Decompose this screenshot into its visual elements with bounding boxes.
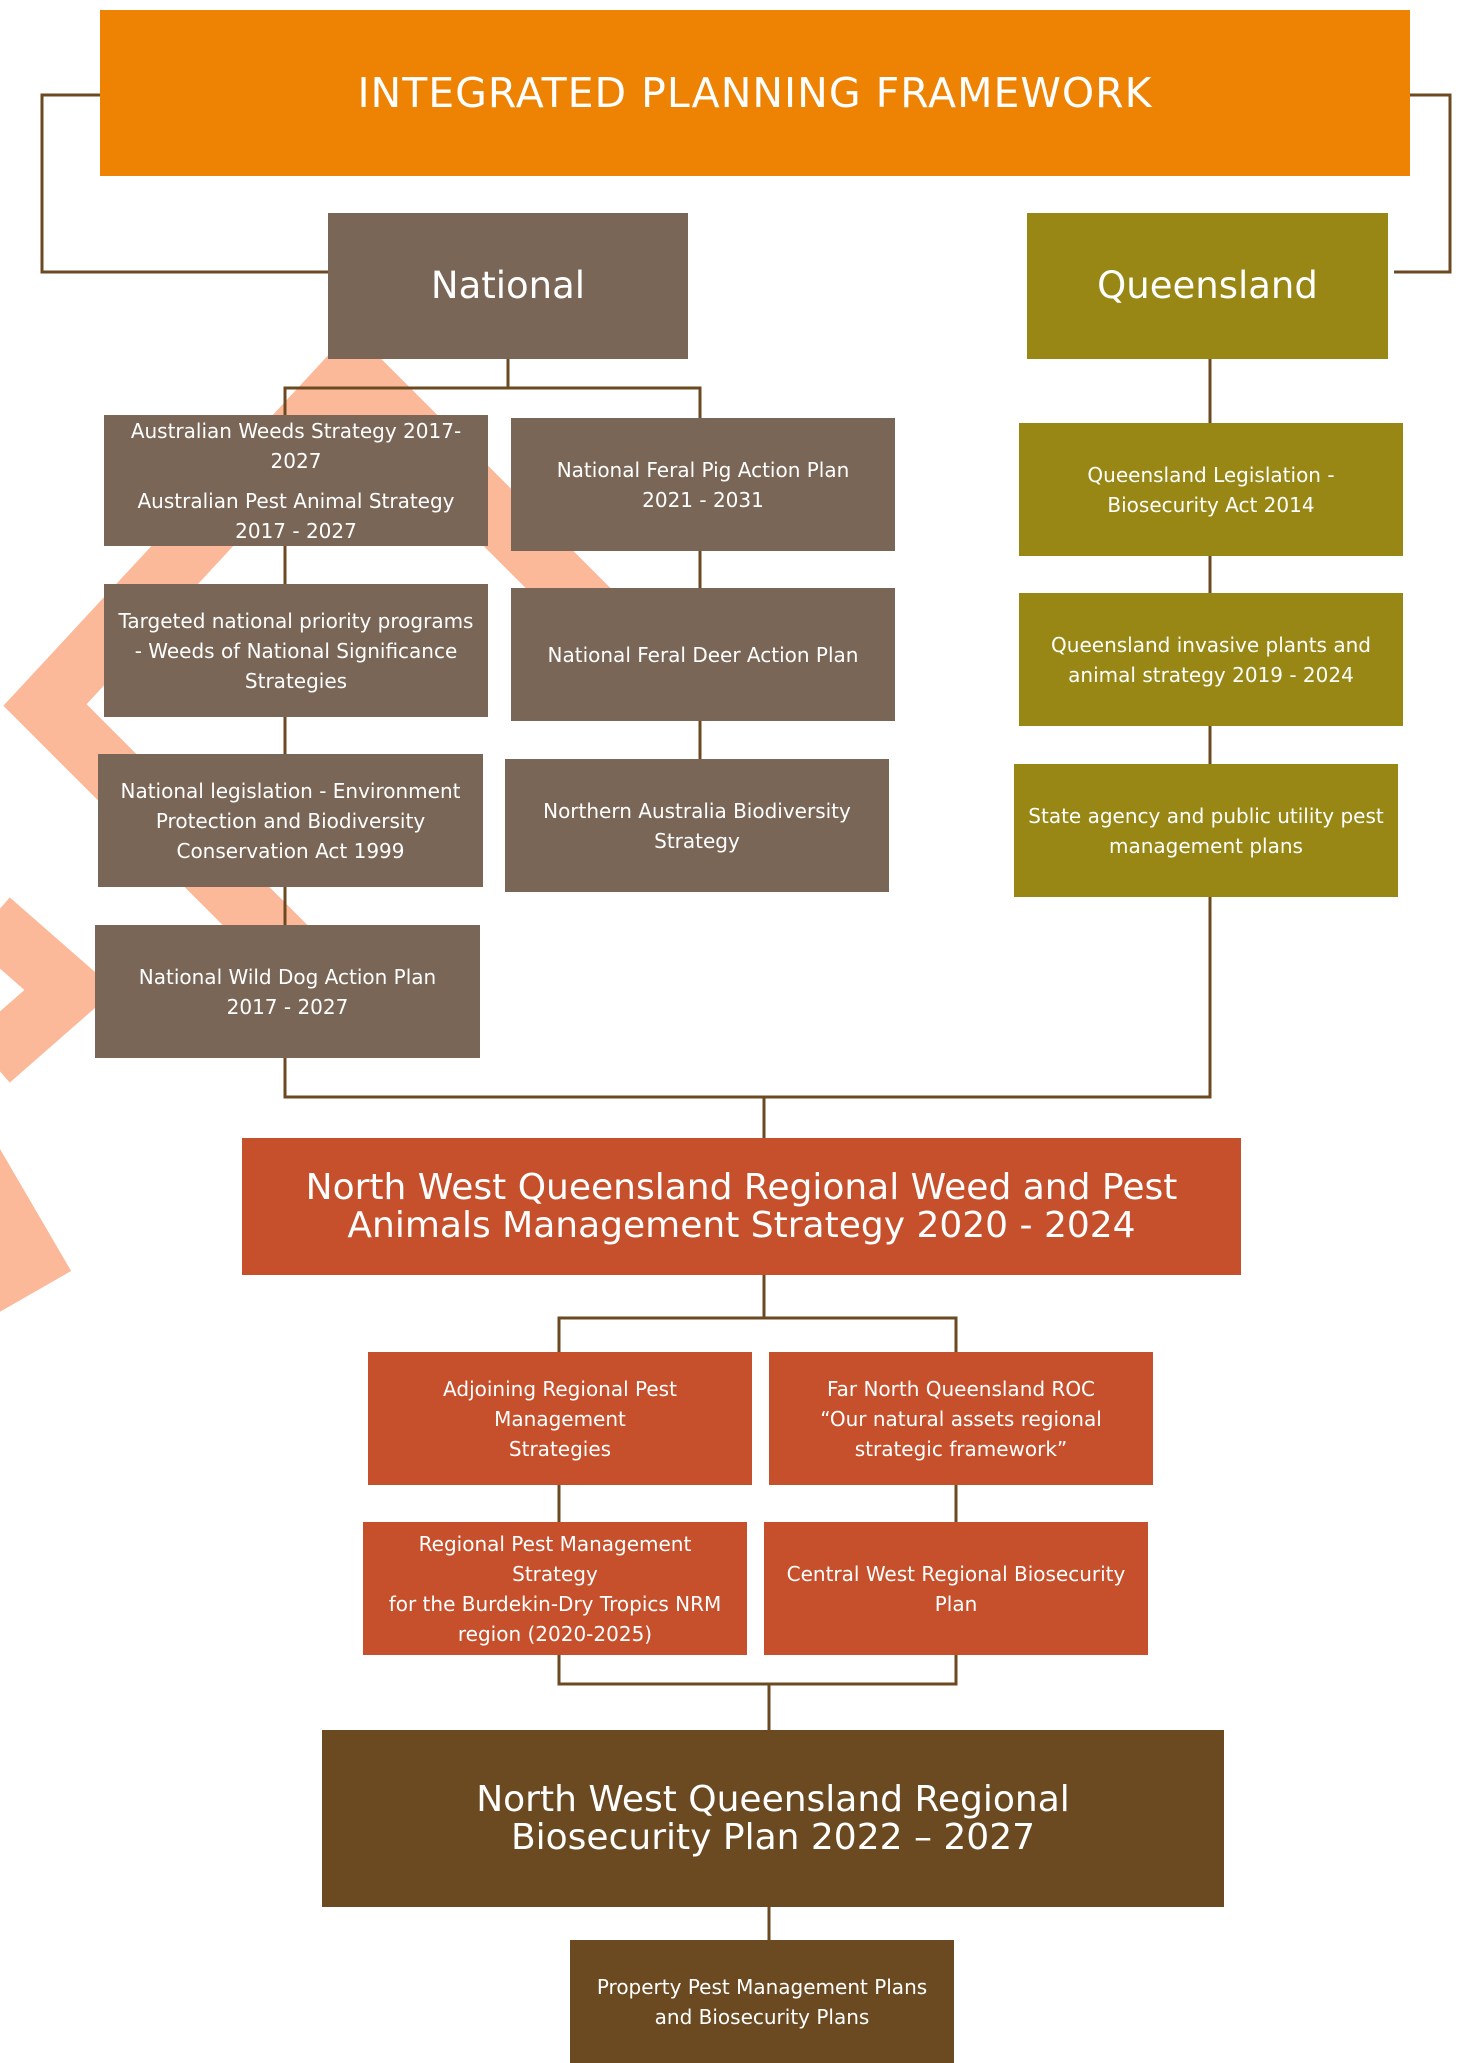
- northern-australia-biodiversity-box: Northern Australia Biodiversity Strategy: [505, 759, 889, 892]
- regional-biosecurity-plan-box: North West Queensland Regional Biosecuri…: [322, 1730, 1224, 1907]
- wons-strategies-box: Targeted national priority programs - We…: [104, 584, 488, 717]
- connector-adj-join: [557, 1654, 958, 1686]
- feral-pig-action-plan-box: National Feral Pig Action Plan 2021 - 20…: [511, 418, 895, 551]
- state-agency-plans-box: State agency and public utility pest man…: [1014, 764, 1398, 897]
- epbc-act-box: National legislation - Environment Prote…: [98, 754, 483, 887]
- queensland-legislation-box: Queensland Legislation - Biosecurity Act…: [1019, 423, 1403, 556]
- national-heading: National: [328, 213, 688, 359]
- australian-pest-animal-strategy-text: Australian Pest Animal Strategy 2017 - 2…: [137, 488, 455, 543]
- adjoining-strategies-box: Adjoining Regional Pest Management Strat…: [368, 1352, 752, 1485]
- connector-header-right: [1394, 93, 1452, 274]
- central-west-biosecurity-box: Central West Regional Biosecurity Plan: [764, 1522, 1148, 1655]
- decorative-chevron-lower: [0, 897, 116, 1083]
- decorative-chevron-lower-2: [0, 1149, 72, 1312]
- framework-title: INTEGRATED PLANNING FRAMEWORK: [100, 10, 1410, 176]
- connector-national-split: [283, 358, 510, 415]
- fnq-roc-framework-box: Far North Queensland ROC “Our natural as…: [769, 1352, 1153, 1485]
- feral-deer-action-plan-box: National Feral Deer Action Plan: [511, 588, 895, 721]
- burdekin-strategy-box: Regional Pest Management Strategy for th…: [363, 1522, 747, 1655]
- connector-national-right: [508, 386, 702, 418]
- connector-header-left: [40, 93, 330, 274]
- regional-weed-pest-strategy-box: North West Queensland Regional Weed and …: [242, 1138, 1241, 1275]
- connector-regional-right: [764, 1316, 958, 1352]
- queensland-heading: Queensland: [1027, 213, 1388, 359]
- queensland-invasive-strategy-box: Queensland invasive plants and animal st…: [1019, 593, 1403, 726]
- australian-weeds-pest-strategy-box: Australian Weeds Strategy 2017-2027 Aust…: [104, 415, 488, 546]
- connector-regional-split: [557, 1274, 766, 1352]
- australian-weeds-strategy-text: Australian Weeds Strategy 2017-2027: [130, 418, 462, 473]
- property-plans-box: Property Pest Management Plans and Biose…: [570, 1940, 954, 2063]
- connector-merge: [283, 896, 1212, 1099]
- wild-dog-action-plan-box: National Wild Dog Action Plan 2017 - 202…: [95, 925, 480, 1058]
